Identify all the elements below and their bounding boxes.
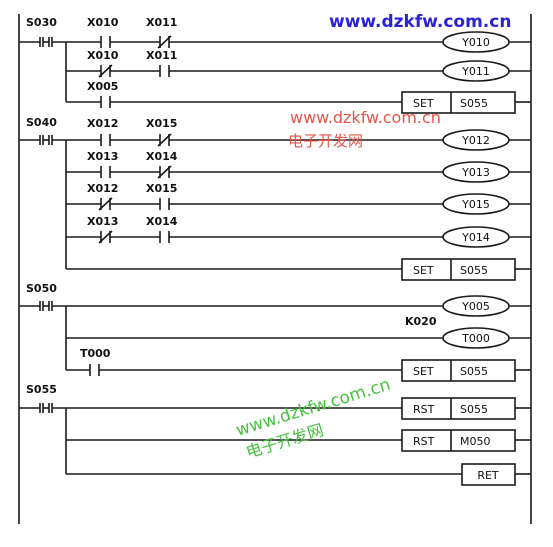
coil-label: Y010 bbox=[461, 36, 490, 49]
coil-y013 bbox=[442, 161, 510, 183]
contact-label-x013: X013 bbox=[87, 150, 118, 163]
step-label-s050: S050 bbox=[26, 282, 57, 295]
watermark-top: www.dzkfw.com.cn bbox=[329, 12, 511, 32]
contact-label-x013: X013 bbox=[87, 215, 118, 228]
instr-arg: S055 bbox=[460, 403, 488, 416]
watermark-middle-url: www.dzkfw.com.cn bbox=[290, 108, 441, 127]
coil-y011 bbox=[442, 60, 510, 82]
watermark-middle-cn: 电子开发网 bbox=[288, 132, 363, 150]
timer-constant: K020 bbox=[405, 315, 437, 328]
instr-arg: S055 bbox=[460, 264, 488, 277]
rst-s055-box bbox=[401, 397, 516, 420]
contact-label-t000: T000 bbox=[80, 347, 111, 360]
step-label-s030: S030 bbox=[26, 16, 57, 29]
step-label-s055: S055 bbox=[26, 383, 57, 396]
coil-label: Y015 bbox=[461, 198, 490, 211]
coil-label: Y014 bbox=[461, 231, 490, 244]
coil-label: Y012 bbox=[461, 134, 490, 147]
contact-label-x014: X014 bbox=[146, 150, 178, 163]
contact-label-x010: X010 bbox=[87, 49, 119, 62]
instr-op: SET bbox=[413, 365, 434, 378]
instr-op: RST bbox=[413, 403, 435, 416]
coil-label: T000 bbox=[461, 332, 490, 345]
ret-label: RET bbox=[477, 469, 499, 482]
step-label-s040: S040 bbox=[26, 116, 57, 129]
set-s055-box-3 bbox=[401, 359, 516, 382]
coil-label: Y013 bbox=[461, 166, 490, 179]
coil-t000 bbox=[442, 327, 510, 349]
rst-m050-box bbox=[401, 429, 516, 452]
contact-label-x012: X012 bbox=[87, 182, 118, 195]
instr-op: RST bbox=[413, 435, 435, 448]
coil-y014 bbox=[442, 226, 510, 248]
coil-y010 bbox=[442, 31, 510, 53]
ret-box bbox=[461, 463, 516, 486]
set-s055-box-1 bbox=[401, 91, 516, 114]
contact-label-x010: X010 bbox=[87, 16, 119, 29]
contact-label-x011: X011 bbox=[146, 16, 177, 29]
coil-y015 bbox=[442, 193, 510, 215]
instr-arg: S055 bbox=[460, 97, 488, 110]
coil-y005 bbox=[442, 295, 510, 317]
instr-arg: S055 bbox=[460, 365, 488, 378]
instr-op: SET bbox=[413, 264, 434, 277]
instr-op: SET bbox=[413, 97, 434, 110]
contact-label-x014: X014 bbox=[146, 215, 178, 228]
instr-arg: M050 bbox=[460, 435, 491, 448]
coil-label: Y011 bbox=[461, 65, 490, 78]
coil-y012 bbox=[442, 129, 510, 151]
set-s055-box-2 bbox=[401, 258, 516, 281]
contact-label-x015: X015 bbox=[146, 117, 177, 130]
contact-label-x011: X011 bbox=[146, 49, 177, 62]
contact-label-x015: X015 bbox=[146, 182, 177, 195]
contact-label-x012: X012 bbox=[87, 117, 118, 130]
contact-label-x005: X005 bbox=[87, 80, 118, 93]
coil-label: Y005 bbox=[461, 300, 490, 313]
